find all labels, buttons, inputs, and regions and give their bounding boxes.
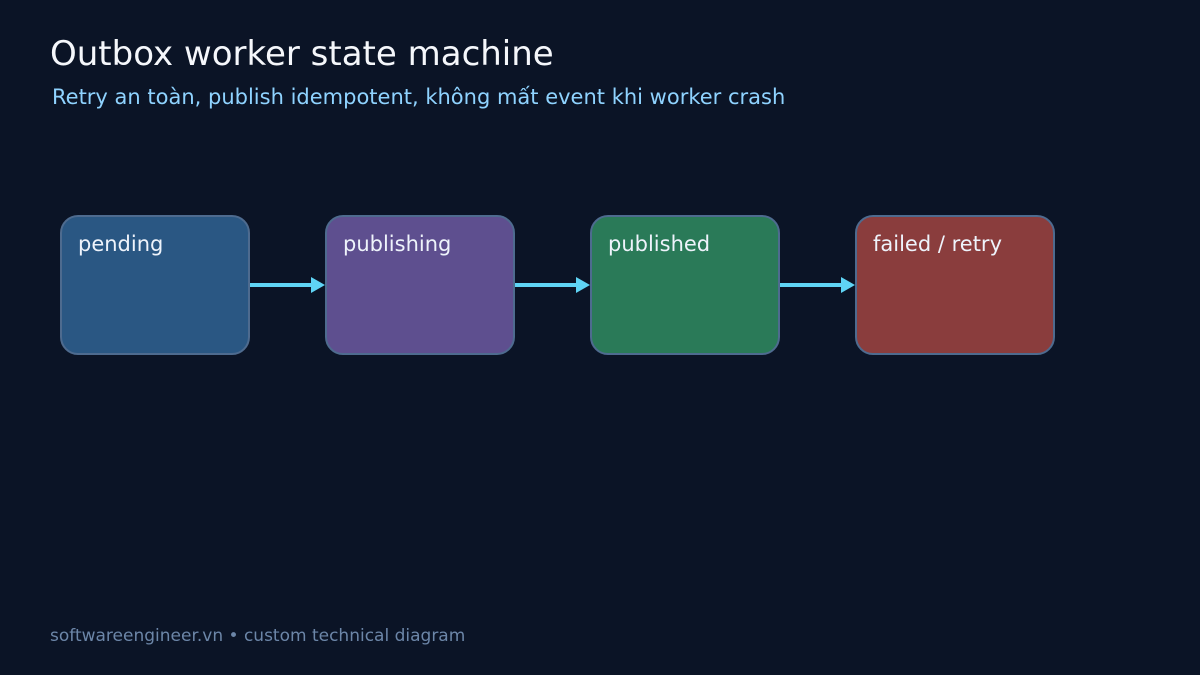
- state-label: failed / retry: [873, 232, 1002, 256]
- arrow-pending-to-publishing: [250, 277, 325, 293]
- state-label: publishing: [343, 232, 452, 256]
- arrow-publishing-to-published: [515, 277, 590, 293]
- state-label: published: [608, 232, 711, 256]
- diagram-title: Outbox worker state machine: [50, 34, 554, 74]
- diagram-subtitle: Retry an toàn, publish idempotent, không…: [52, 85, 786, 109]
- footer-credit: softwareengineer.vn • custom technical d…: [50, 626, 466, 646]
- state-node-failed-retry: failed / retry: [855, 215, 1055, 355]
- state-node-published: published: [590, 215, 780, 355]
- arrow-published-to-failed-retry: [780, 277, 855, 293]
- state-node-publishing: publishing: [325, 215, 515, 355]
- state-label: pending: [78, 232, 164, 256]
- state-node-pending: pending: [60, 215, 250, 355]
